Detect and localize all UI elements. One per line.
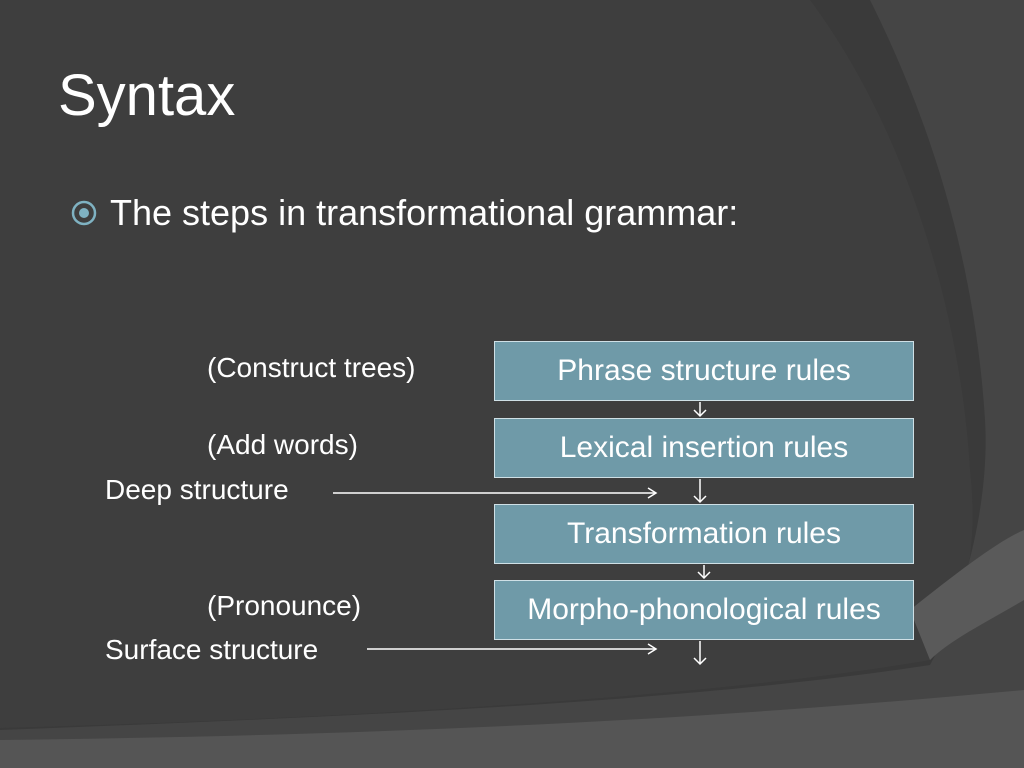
rule-box-lexical-insertion: Lexical insertion rules [494,418,914,478]
rule-box-morpho-phonological: Morpho-phonological rules [494,580,914,640]
rule-box-phrase-structure: Phrase structure rules [494,341,914,401]
bullet-item: The steps in transformational grammar: [68,192,738,234]
output-label-deep-structure: Deep structure [105,474,289,505]
bullet-text: The steps in transformational grammar: [110,192,739,233]
step-note-pronounce: (Pronounce) [207,590,362,621]
output-label-surface-structure: Surface structure [105,634,319,665]
rule-box-transformation: Transformation rules [494,504,914,564]
radio-target-icon [71,200,97,226]
step-note-construct-trees: (Construct trees) [207,352,416,383]
slide-title: Syntax [58,63,236,128]
step-note-add-words: (Add words) [207,429,358,460]
